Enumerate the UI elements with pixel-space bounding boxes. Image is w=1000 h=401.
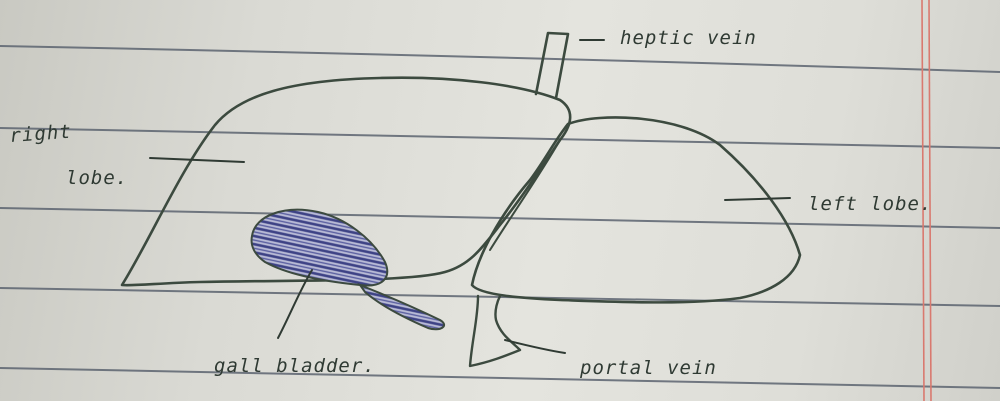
label-left-lobe: left lobe. (808, 193, 932, 215)
ruled-line (0, 46, 1000, 72)
label-right-lobe-line1: right (9, 121, 73, 147)
right-lobe-pointer (150, 158, 244, 162)
portal-vein-outline (470, 296, 520, 366)
ruled-line (0, 368, 1000, 388)
falciform-ligament (490, 140, 560, 250)
label-hepatic-vein: heptic vein (620, 27, 757, 49)
ruled-line (0, 128, 1000, 148)
label-pointers (150, 40, 790, 353)
portal-vein-pointer (505, 340, 565, 353)
gall-bladder-body (252, 210, 388, 286)
label-right-lobe-line2: lobe. (66, 167, 128, 189)
left-lobe-pointer (725, 198, 790, 200)
label-gall-bladder: gall bladder. (214, 355, 376, 377)
left-lobe-outline (472, 117, 800, 302)
hepatic-vein-outline (536, 33, 568, 98)
liver-drawing-icon (122, 33, 800, 366)
gall-bladder-icon (252, 210, 445, 330)
cystic-duct (360, 285, 444, 329)
ruled-lines (0, 46, 1000, 388)
label-portal-vein: portal vein (579, 357, 717, 379)
